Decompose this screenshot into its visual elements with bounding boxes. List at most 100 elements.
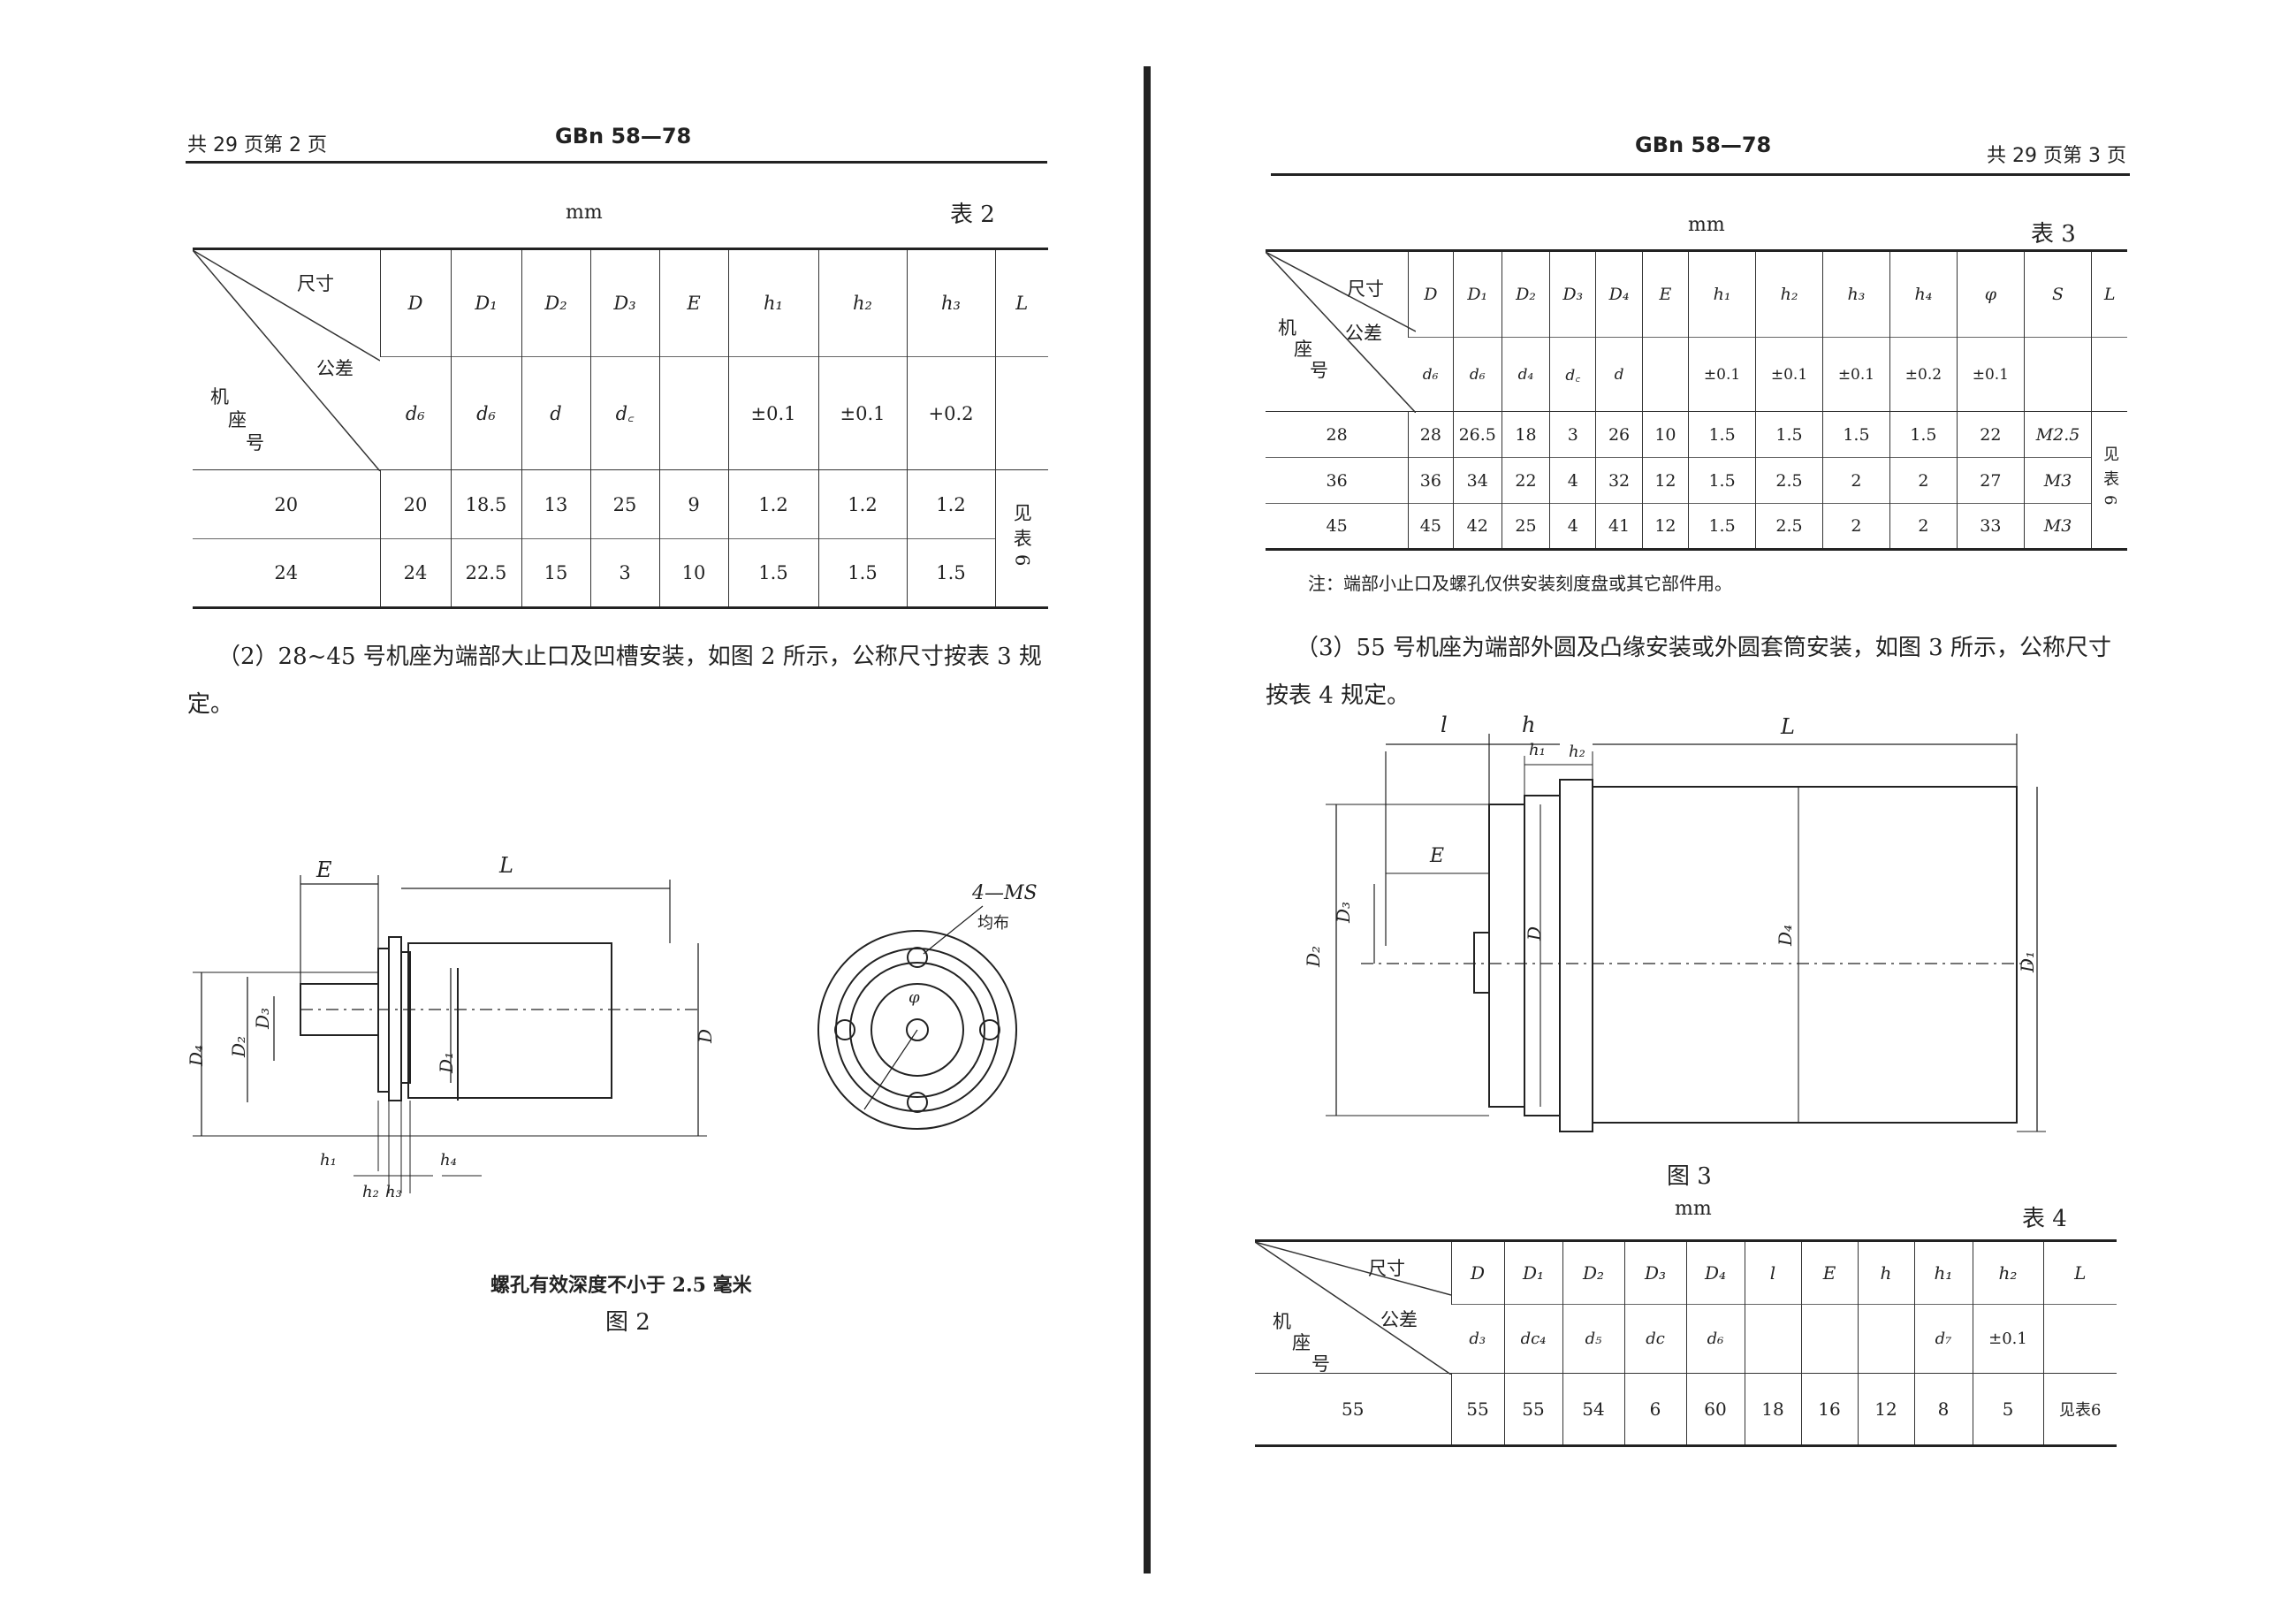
- table4: 尺寸 公差 机 座 号 D D₁ D₂ D₃ D₄ l E h h₁ h₂ L …: [1255, 1239, 2117, 1447]
- table3-cell: 2.5: [1755, 503, 1823, 550]
- table4-col-header: l: [1744, 1240, 1801, 1305]
- table2-corner-cell: 尺寸 公差 机 座 号: [193, 249, 380, 471]
- table3-cell: 27: [1956, 457, 2025, 504]
- table4-tolerance: [1800, 1304, 1858, 1374]
- table4-cell: 60: [1685, 1373, 1745, 1446]
- table3-corner-seat-3: 号: [1310, 360, 1328, 381]
- table3-tolerance: d₄: [1501, 337, 1550, 412]
- table4-col-header: h₂: [1972, 1240, 2043, 1305]
- table4-cell: 见表6: [2042, 1373, 2117, 1446]
- paragraph-2: （2）28~45 号机座为端部大止口及凹槽安装，如图 2 所示，公称尺寸按表 3…: [187, 644, 1042, 718]
- fig3-label-h1: h₁: [1529, 741, 1546, 759]
- table2-col-header: h₂: [817, 248, 907, 357]
- table3-cell: 1.5: [1688, 457, 1756, 504]
- fig2-label-d: D: [695, 1028, 717, 1044]
- table2-cell: 10: [658, 538, 728, 608]
- table3-col-header: D: [1408, 250, 1454, 338]
- table3-corner-seat-2: 座: [1294, 339, 1312, 360]
- table3-cell: 2: [1821, 503, 1890, 550]
- table2-col-header: D₁: [450, 248, 521, 357]
- table2-tolerance: d₆: [380, 356, 451, 470]
- table3-cell: 2.5: [1755, 457, 1823, 504]
- table3-cell: 2: [1889, 457, 1958, 504]
- table3-cell: 36: [1408, 457, 1454, 504]
- table2-tolerance: d₆: [450, 356, 521, 470]
- table3-corner-tol: 公差: [1345, 323, 1382, 344]
- table4-col-header: D₄: [1685, 1240, 1745, 1305]
- table4-cell: 18: [1744, 1373, 1801, 1446]
- fig2-label-d1: D₁: [436, 1051, 458, 1074]
- table3-col-header: h₁: [1688, 250, 1756, 338]
- header-rule-right: [1271, 173, 2130, 176]
- table4-cell: 5: [1972, 1373, 2043, 1446]
- table3-col-header: D₂: [1501, 250, 1550, 338]
- table4-corner-seat-3: 号: [1311, 1353, 1330, 1375]
- paragraph-3: （3）55 号机座为端部外圆及凸缘安装或外圆套筒安装，如图 3 所示，公称尺寸按…: [1266, 635, 2111, 709]
- table2-tolerance: [994, 356, 1048, 470]
- table2-corner-seat-2: 座: [228, 409, 247, 431]
- table4-cell: 55: [1503, 1373, 1562, 1446]
- table3-cell: M3: [2023, 503, 2092, 550]
- table2-cell: 22.5: [450, 538, 521, 608]
- table4-tolerance: d₅: [1562, 1304, 1624, 1374]
- fig2-label-d4: D₄: [186, 1044, 208, 1067]
- fig2-label-ms: 4—MS: [972, 882, 1038, 904]
- table2-cell: 18.5: [450, 469, 521, 539]
- table2-unit: mm: [566, 202, 603, 224]
- figure2-drawing: [193, 875, 1017, 1193]
- fig3-label-l: L: [1781, 714, 1795, 739]
- fig3-label-l-small: l: [1441, 712, 1448, 737]
- table3-col-header: h₄: [1889, 250, 1958, 338]
- table3-l-merged: 见表6: [2091, 411, 2127, 550]
- table4-col-header: h: [1857, 1240, 1914, 1305]
- page-info-right: 共 29 页第 3 页: [1987, 145, 2126, 167]
- table4-tolerance: dc: [1623, 1304, 1686, 1374]
- table2-cell: 15: [521, 538, 590, 608]
- table3-col-header: φ: [1956, 250, 2025, 338]
- table3-tolerance: [2023, 337, 2092, 412]
- table4-corner-cell: 尺寸 公差 机 座 号: [1255, 1241, 1451, 1375]
- table4-col-header: h₁: [1913, 1240, 1973, 1305]
- table3-name: 表 3: [2031, 221, 2076, 248]
- table2-seat: 20: [193, 469, 380, 539]
- table4-corner-dim: 尺寸: [1368, 1258, 1405, 1279]
- table3-tolerance: [1641, 337, 1689, 412]
- table3-corner-dim: 尺寸: [1347, 278, 1384, 300]
- table3-corner-cell: 尺寸 公差 机 座 号: [1266, 251, 1416, 413]
- table4-tolerance: d₆: [1685, 1304, 1745, 1374]
- table3-col-header: D₁: [1452, 250, 1502, 338]
- table4-cell: 55: [1450, 1373, 1504, 1446]
- table3-tolerance: d꜀: [1549, 337, 1596, 412]
- table3-note: 注：端部小止口及螺孔仅供安装刻度盘或其它部件用。: [1308, 573, 1732, 594]
- table2: 尺寸 公差 机 座 号 D D₁ D₂ D₃ E h₁ h₂ h₃ L d₆ d…: [193, 248, 1048, 609]
- table4-col-header: D₁: [1503, 1240, 1562, 1305]
- table4-cell: 54: [1562, 1373, 1624, 1446]
- table3-cell: 12: [1641, 503, 1689, 550]
- fig2-label-phi: φ: [909, 988, 920, 1007]
- table4-col-header: D₃: [1623, 1240, 1686, 1305]
- table3-col-header: h₃: [1821, 250, 1890, 338]
- table2-tolerance: [658, 356, 728, 470]
- table3-cell: 33: [1956, 503, 2025, 550]
- table3-cell: 22: [1501, 457, 1550, 504]
- table3-col-header: h₂: [1755, 250, 1823, 338]
- table3-cell: 45: [1408, 503, 1454, 550]
- table-row: 24 24 22.5 15 3 10 1.5 1.5 1.5: [193, 538, 1048, 608]
- fig3-label-h2: h₂: [1569, 743, 1585, 761]
- table3-tolerance: d: [1595, 337, 1643, 412]
- table2-col-header: D₃: [589, 248, 659, 357]
- doc-number-left: GBn 58—78: [555, 124, 692, 149]
- table4-tolerance: d₇: [1913, 1304, 1973, 1374]
- fig2-label-e: E: [316, 857, 332, 882]
- table4-tolerance: dc₄: [1503, 1304, 1562, 1374]
- table3-cell: 2: [1889, 503, 1958, 550]
- table2-seat: 24: [193, 538, 380, 608]
- table2-tolerance: d: [521, 356, 590, 470]
- fig3-label-d4: D₄: [1775, 924, 1797, 947]
- table3-corner-seat-1: 机: [1278, 317, 1296, 339]
- table2-corner-dim: 尺寸: [297, 273, 334, 294]
- table4-col-header: D₂: [1562, 1240, 1624, 1305]
- table4-col-header: D: [1450, 1240, 1504, 1305]
- fig3-label-d: D: [1524, 926, 1546, 941]
- table2-tolerance: ±0.1: [727, 356, 818, 470]
